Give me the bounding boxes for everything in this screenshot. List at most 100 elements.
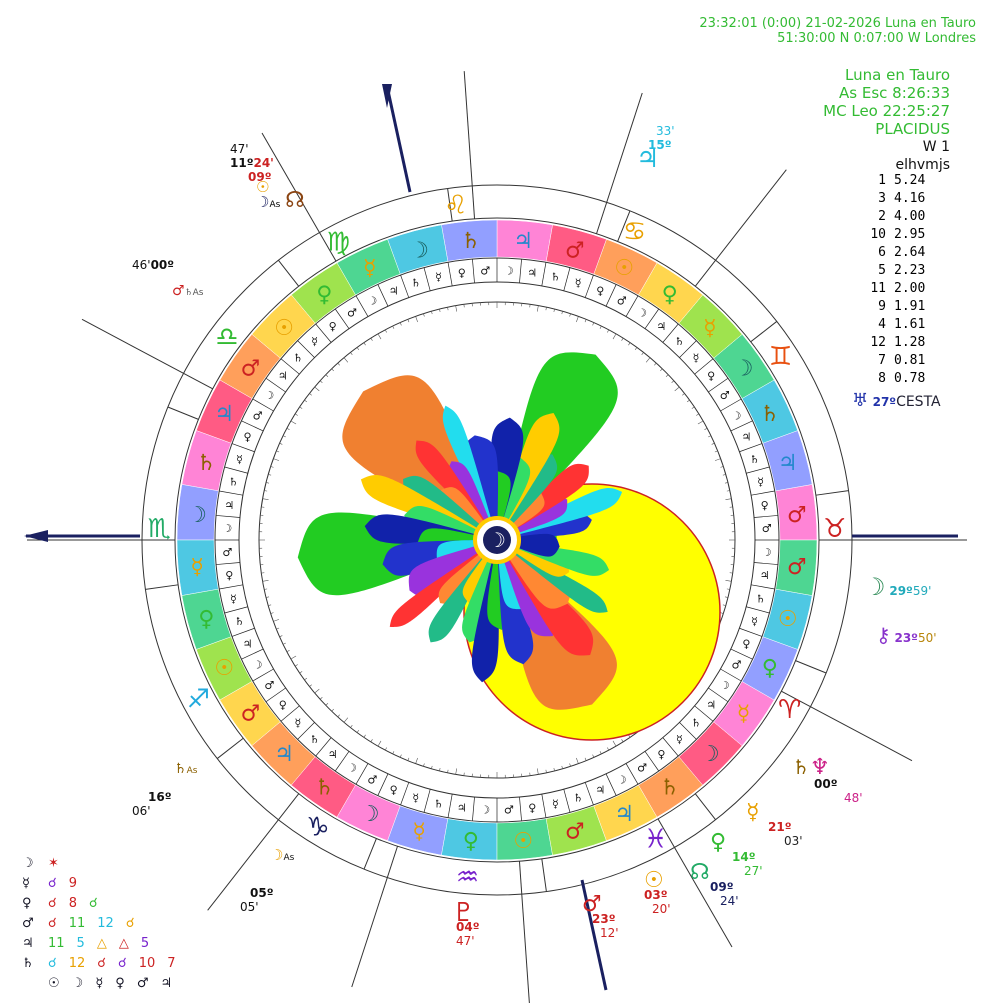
degree-tick	[385, 747, 387, 751]
inner-tick	[315, 323, 332, 343]
aspect-petal	[497, 454, 558, 540]
zodiac-sign-glyph: ♈	[778, 695, 801, 725]
inner-glyph: ♀	[458, 266, 466, 279]
inner-glyph: ♃	[389, 285, 399, 298]
degree-tick	[392, 751, 395, 755]
info-code: elhvmjs	[895, 157, 950, 173]
degree-tick	[268, 474, 272, 476]
degree-tick	[304, 677, 308, 681]
degree-tick	[439, 767, 441, 772]
house-line	[518, 861, 530, 1003]
inner-tick	[280, 358, 300, 375]
inner-tick	[605, 284, 617, 307]
band-planet-glyph: ☉	[614, 256, 634, 281]
moon-icon: ☽	[864, 573, 886, 601]
band-planet-glyph: ♃	[214, 402, 234, 427]
info-title: Luna en Tauro	[845, 66, 950, 84]
degree-tick	[665, 374, 669, 377]
inner-glyph: ☽	[617, 773, 627, 786]
inner-tick	[605, 773, 617, 796]
inner-tick	[447, 262, 453, 286]
sun-icon: ☉	[256, 178, 270, 196]
inner-glyph: ♃	[278, 370, 288, 383]
inner-tick	[720, 398, 742, 412]
degree-tick	[628, 342, 631, 346]
inner-glyph: ♀	[707, 370, 715, 383]
house-line	[207, 793, 300, 911]
inner-glyph: ♂	[637, 762, 647, 775]
degree-tick	[290, 420, 297, 425]
degree-tick	[385, 329, 387, 333]
band-planet-glyph: ☿	[737, 702, 751, 727]
degree-tick	[612, 333, 617, 340]
degree-tick	[282, 642, 286, 645]
inner-glyph: ☽	[732, 409, 742, 422]
degree-tick	[273, 619, 280, 622]
sign-divider	[278, 259, 300, 287]
band-planet-glyph: ☿	[703, 316, 717, 341]
inner-tick	[224, 466, 248, 474]
band-planet-glyph: ☿	[190, 555, 204, 580]
inner-glyph: ☿	[230, 592, 237, 605]
sun-moon-cluster: ☉ ☽As ☊	[256, 178, 305, 213]
band-planet-glyph: ♀	[198, 607, 214, 632]
inner-glyph: ♃	[243, 637, 253, 650]
band-planet-glyph: ♄	[461, 229, 481, 254]
inner-tick	[377, 284, 389, 307]
degree-tick	[363, 342, 366, 346]
degree-tick	[431, 765, 433, 769]
inner-glyph: ♀	[225, 569, 233, 582]
inner-tick	[730, 648, 753, 660]
band-planet-glyph: ♄	[196, 451, 216, 476]
house-line	[81, 318, 213, 390]
inner-tick	[241, 420, 264, 432]
degree-tick	[273, 458, 280, 461]
band-planet-glyph: ☉	[513, 829, 533, 854]
band-planet-glyph: ♃	[513, 229, 533, 254]
band-planet-glyph: ♂	[787, 503, 807, 528]
degree-tick	[584, 757, 587, 761]
inner-tick	[751, 584, 775, 590]
house-line	[781, 690, 913, 762]
inner-glyph: ♀	[596, 285, 604, 298]
zodiac-sign-glyph: ♑	[306, 813, 329, 843]
mercury-label: ☿ 21º 03'	[746, 800, 803, 849]
info-mc: MC Leo 22:25:27	[823, 102, 950, 120]
inner-glyph: ♂	[504, 804, 514, 817]
inner-glyph: ♄	[434, 798, 444, 811]
node-icon: ☊	[690, 860, 710, 885]
neptune-icon: ♆	[809, 755, 830, 780]
band-planet-glyph: ☽	[700, 742, 720, 767]
degree-tick	[350, 352, 353, 356]
degree-tick	[447, 769, 449, 773]
inner-tick	[753, 515, 778, 518]
inner-glyph: ♂	[253, 409, 263, 422]
inner-glyph: ☿	[757, 476, 764, 489]
inner-glyph: ♃	[760, 569, 770, 582]
band-segment	[775, 539, 818, 596]
aspect-row: ☿☌9	[22, 876, 78, 891]
degree-tick	[674, 386, 680, 392]
zodiac-sign-glyph: ♎	[215, 323, 238, 353]
house-line	[351, 846, 398, 988]
inner-glyph: ☿	[311, 335, 318, 348]
aspect-petal	[403, 475, 497, 540]
cusp-label-2: 46'00º	[132, 258, 175, 272]
inner-tick	[746, 466, 770, 474]
inner-tick	[265, 377, 286, 393]
degree-tick	[722, 604, 726, 606]
inner-tick	[519, 259, 522, 284]
degree-tick	[299, 671, 303, 674]
degree-tick	[331, 368, 334, 372]
sign-divider	[541, 858, 547, 892]
sign-divider	[815, 490, 849, 496]
cusp-label-12: 33' 15º ♃	[636, 124, 675, 174]
inner-glyph: ♀	[279, 698, 287, 711]
mars-label: ♂ 23º 12'	[582, 892, 619, 941]
chart-axes	[24, 84, 958, 991]
inner-tick	[739, 443, 763, 453]
inner-glyph: ♂	[732, 659, 742, 672]
degree-tick	[325, 703, 329, 706]
